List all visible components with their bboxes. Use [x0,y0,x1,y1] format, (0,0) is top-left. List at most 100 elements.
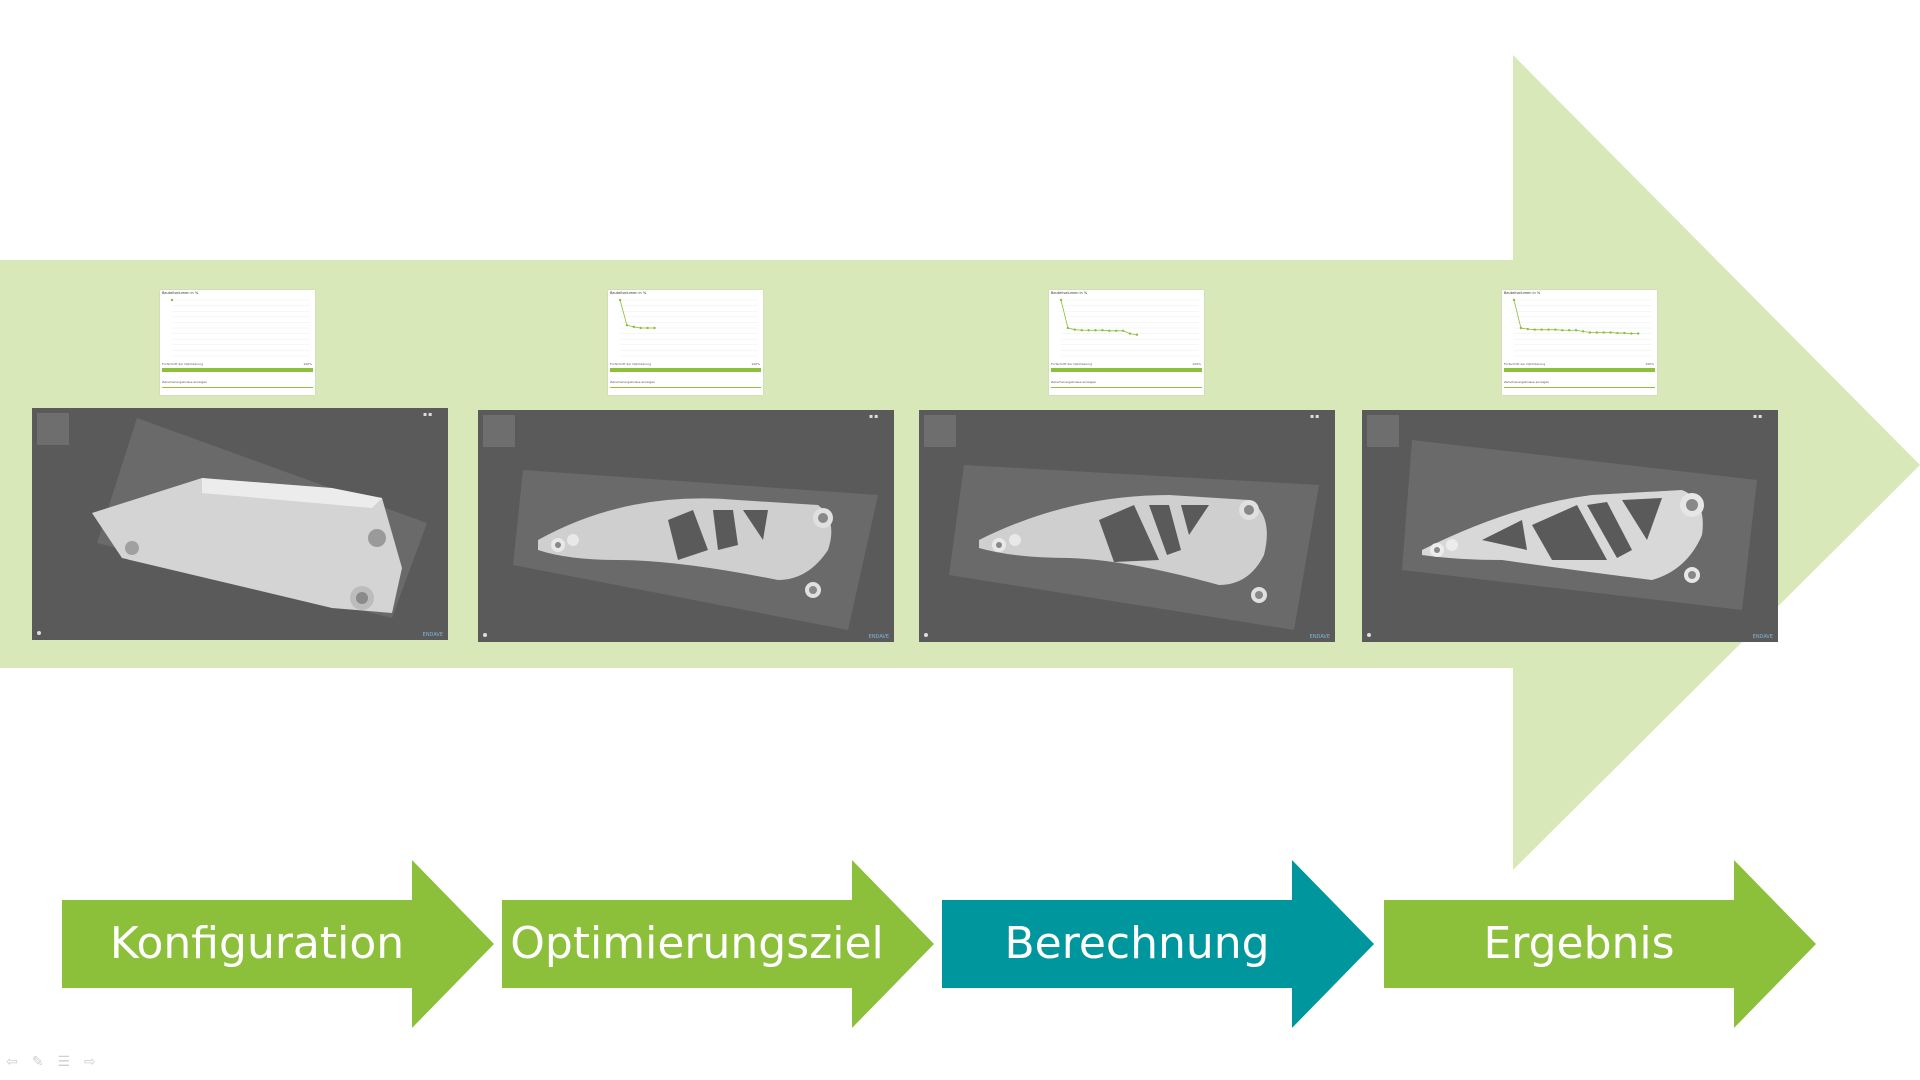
progress-percent: 100% [303,362,312,366]
chart-title: Bauteilvolumen in % [1051,291,1088,295]
progress-label: Fortschritt der Optimierung [1051,362,1093,366]
viewer-tools-icon[interactable]: ▪▪ [1310,413,1321,420]
axis-orientation-widget[interactable] [483,415,515,447]
brand-logo: ENDAVE [1752,634,1773,640]
axis-orientation-widget[interactable] [1367,415,1399,447]
chart-title: Bauteilvolumen in % [610,291,647,295]
volume-chart-1 [170,298,310,357]
step-label: Berechnung [1004,918,1270,969]
step-ergebnis[interactable]: Ergebnis [1384,860,1816,1028]
volume-point [1533,328,1536,331]
optimized-part-model-4 [1402,440,1757,610]
volume-series-line [619,299,655,329]
volume-chart-2 [618,298,758,357]
axis-orientation-widget[interactable] [924,415,956,447]
status-dot [924,633,928,637]
volume-chart-panel-3: Bauteilvolumen in % Fortschritt der Opti… [1049,290,1204,395]
volume-point [1540,328,1543,331]
viewer-tools-icon[interactable]: ▪▪ [1753,413,1764,420]
step-arrow-shape [62,860,494,1028]
volume-point [1561,329,1564,332]
slider-track[interactable] [1504,387,1655,388]
optimized-part-model-2 [513,470,878,630]
volume-point [1581,330,1585,333]
brand-logo: ENDAVE [1309,634,1330,640]
progress-percent: 100% [1645,362,1654,366]
step-arrow-shape [942,860,1374,1028]
progress-label: Fortschritt der Optimierung [1504,362,1546,366]
axis-orientation-widget[interactable] [37,413,69,445]
volume-point [646,326,649,330]
volume-point [1080,329,1083,332]
volume-point [1519,326,1523,330]
volume-point [1568,329,1571,332]
volume-point [1087,329,1090,332]
optimized-part-model-3 [949,465,1319,630]
model-viewer-3[interactable]: ▪▪ ENDAVE [919,410,1335,642]
intermediate-results-label[interactable]: Zwischenergebnisse anzeigen [610,380,656,384]
intermediate-results-label[interactable]: Zwischenergebnisse anzeigen [1504,380,1550,384]
model-viewer-2[interactable]: ▪▪ ENDAVE [478,410,894,642]
brand-logo: ENDAVE [422,632,443,638]
slider-track[interactable] [1051,387,1202,388]
volume-point [1602,331,1605,334]
forward-arrow-icon[interactable]: ⇨ [84,1054,96,1070]
intermediate-results-label[interactable]: Zwischenergebnisse anzeigen [1051,380,1097,384]
volume-point [1609,331,1612,334]
progress-bar [162,368,313,372]
back-arrow-icon[interactable]: ⇦ [6,1054,18,1070]
slider-track[interactable] [610,387,761,388]
progress-label: Fortschritt der Optimierung [610,362,652,366]
volume-point [1630,332,1633,335]
step-label: Ergebnis [1483,918,1675,969]
volume-chart-3 [1059,298,1199,357]
volume-chart-panel-1: Bauteilvolumen in % Fortschritt der Opti… [160,290,315,395]
volume-point [632,325,635,329]
step-berechnung[interactable]: Berechnung [942,860,1374,1028]
progress-bar [1051,368,1202,372]
volume-chart-4 [1512,298,1652,357]
volume-point [1526,327,1529,331]
volume-point [1547,328,1550,331]
viewer-tools-icon[interactable]: ▪▪ [423,411,434,418]
step-arrow-shape [502,860,934,1028]
menu-icon[interactable]: ☰ [57,1054,71,1070]
step-konfiguration[interactable]: Konfiguration [62,860,494,1028]
volume-point [1108,329,1111,332]
step-optimierungsziel[interactable]: Optimierungsziel [502,860,934,1028]
status-dot [483,633,487,637]
viewer-tools-icon[interactable]: ▪▪ [869,413,880,420]
progress-percent: 100% [751,362,760,366]
initial-part-model [92,418,427,618]
brand-logo: ENDAVE [868,634,889,640]
status-dot [1367,633,1371,637]
chart-title: Bauteilvolumen in % [1504,291,1541,295]
step-label: Optimierungsziel [510,918,884,969]
step-label: Konfiguration [109,918,405,969]
volume-point [1512,298,1516,302]
volume-point [1574,329,1578,332]
intermediate-results-label[interactable]: Zwischenergebnisse anzeigen [162,380,208,384]
volume-point [1073,328,1076,331]
slideshow-nav: ⇦ ✎ ☰ ⇨ [6,1054,96,1070]
volume-point [1616,331,1619,335]
pen-icon[interactable]: ✎ [31,1054,44,1070]
volume-point [170,298,174,302]
volume-point [1094,329,1097,332]
volume-point [1121,329,1125,332]
status-dot [37,631,41,635]
progress-percent: 100% [1192,362,1201,366]
volume-chart-panel-4: Bauteilvolumen in % Fortschritt der Opti… [1502,290,1657,395]
volume-point [1066,326,1070,330]
model-viewer-4[interactable]: ▪▪ ENDAVE [1362,410,1778,642]
volume-point [1135,333,1139,336]
volume-point [1115,329,1118,332]
progress-label: Fortschritt der Optimierung [162,362,204,366]
volume-point [1554,328,1557,331]
volume-point [1637,332,1640,335]
volume-series-line [1060,299,1137,336]
volume-chart-panel-2: Bauteilvolumen in % Fortschritt der Opti… [608,290,763,395]
volume-point [1128,332,1132,335]
slider-track[interactable] [162,387,313,388]
model-viewer-1[interactable]: ▪▪ ENDAVE [32,408,448,640]
